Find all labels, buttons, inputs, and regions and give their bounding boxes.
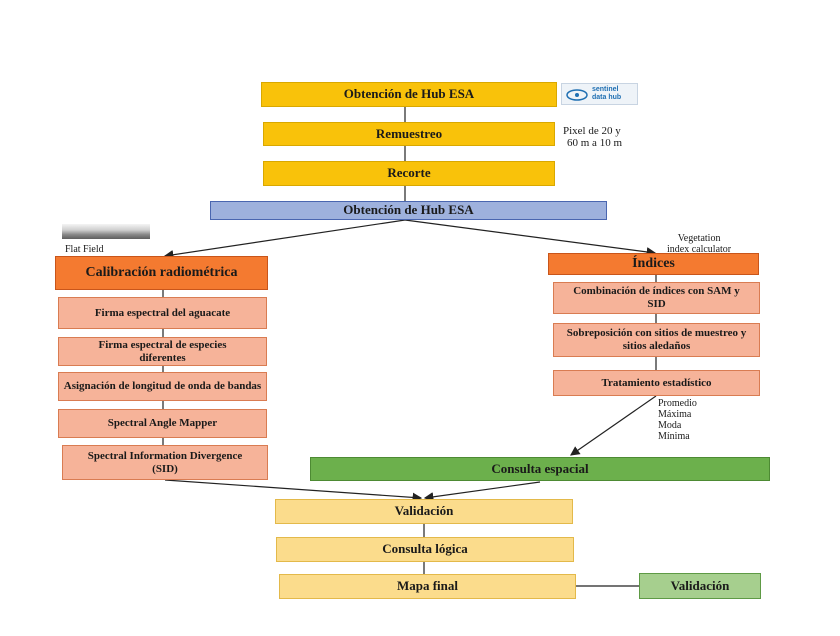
spectral-angle-mapper-node: Spectral Angle Mapper (58, 409, 267, 438)
arrow-hub-indices (404, 219, 657, 257)
flat-field-label: Flat Field (65, 244, 104, 255)
pixel-note-line2: 60 m a 10 m (567, 137, 622, 150)
firma-espectral-aguacate-node: Firma espectral del aguacate (58, 297, 267, 329)
asignacion-longitud-onda-node: Asignación de longitud de onda de bandas (58, 372, 267, 401)
validacion-final-node: Validación (639, 573, 761, 599)
stat-moda: Moda (658, 420, 682, 431)
combinacion-indices-node: Combinación de índices con SAM y SID (553, 282, 760, 314)
obtencion-hub-esa-blue-node: Obtención de Hub ESA (210, 201, 607, 220)
satellite-icon (566, 89, 588, 101)
pixel-note: Pixel de 20 y 60 m a 10 m (563, 125, 622, 149)
firma-espectral-especies-node: Firma espectral de especies diferentes (58, 337, 267, 366)
sentinel-data-hub-logo: sentinel data hub (561, 83, 638, 105)
sobreposicion-sitios-node: Sobreposición con sitios de muestreo y s… (553, 323, 760, 357)
spectral-information-divergence-node: Spectral Information Divergence (SID) (62, 445, 268, 480)
pixel-note-line1: Pixel de 20 y (563, 125, 621, 137)
logo-text-line2: data hub (592, 94, 622, 101)
arrow-consulta-validacion (423, 481, 541, 502)
vegetation-index-note: Vegetation index calculator (667, 233, 731, 255)
stats-list: Promedio Máxima Moda Mínima (658, 398, 697, 442)
veg-note-line2: index calculator (667, 244, 732, 255)
stat-minima: Mínima (658, 431, 690, 442)
validacion-node: Validación (275, 499, 573, 524)
arrow-hub-calibracion (163, 219, 406, 260)
logo-text-line1: sentinel (592, 86, 619, 93)
mapa-final-node: Mapa final (279, 574, 576, 599)
consulta-espacial-node: Consulta espacial (310, 457, 770, 481)
arrow-trat-consulta (570, 395, 657, 456)
veg-note-line1: Vegetation (677, 233, 721, 244)
tratamiento-estadistico-node: Tratamiento estadístico (553, 370, 760, 396)
calibracion-radiometrica-node: Calibración radiométrica (55, 256, 268, 290)
flat-field-image (62, 224, 150, 239)
arrow-sid-validacion (164, 479, 423, 503)
recorte-node: Recorte (263, 161, 555, 186)
stat-promedio: Promedio (658, 398, 697, 409)
stat-maxima: Máxima (658, 409, 692, 420)
indices-node: Índices (548, 253, 759, 275)
remuestreo-node: Remuestreo (263, 122, 555, 146)
consulta-logica-node: Consulta lógica (276, 537, 574, 562)
obtencion-hub-esa-node: Obtención de Hub ESA (261, 82, 557, 107)
